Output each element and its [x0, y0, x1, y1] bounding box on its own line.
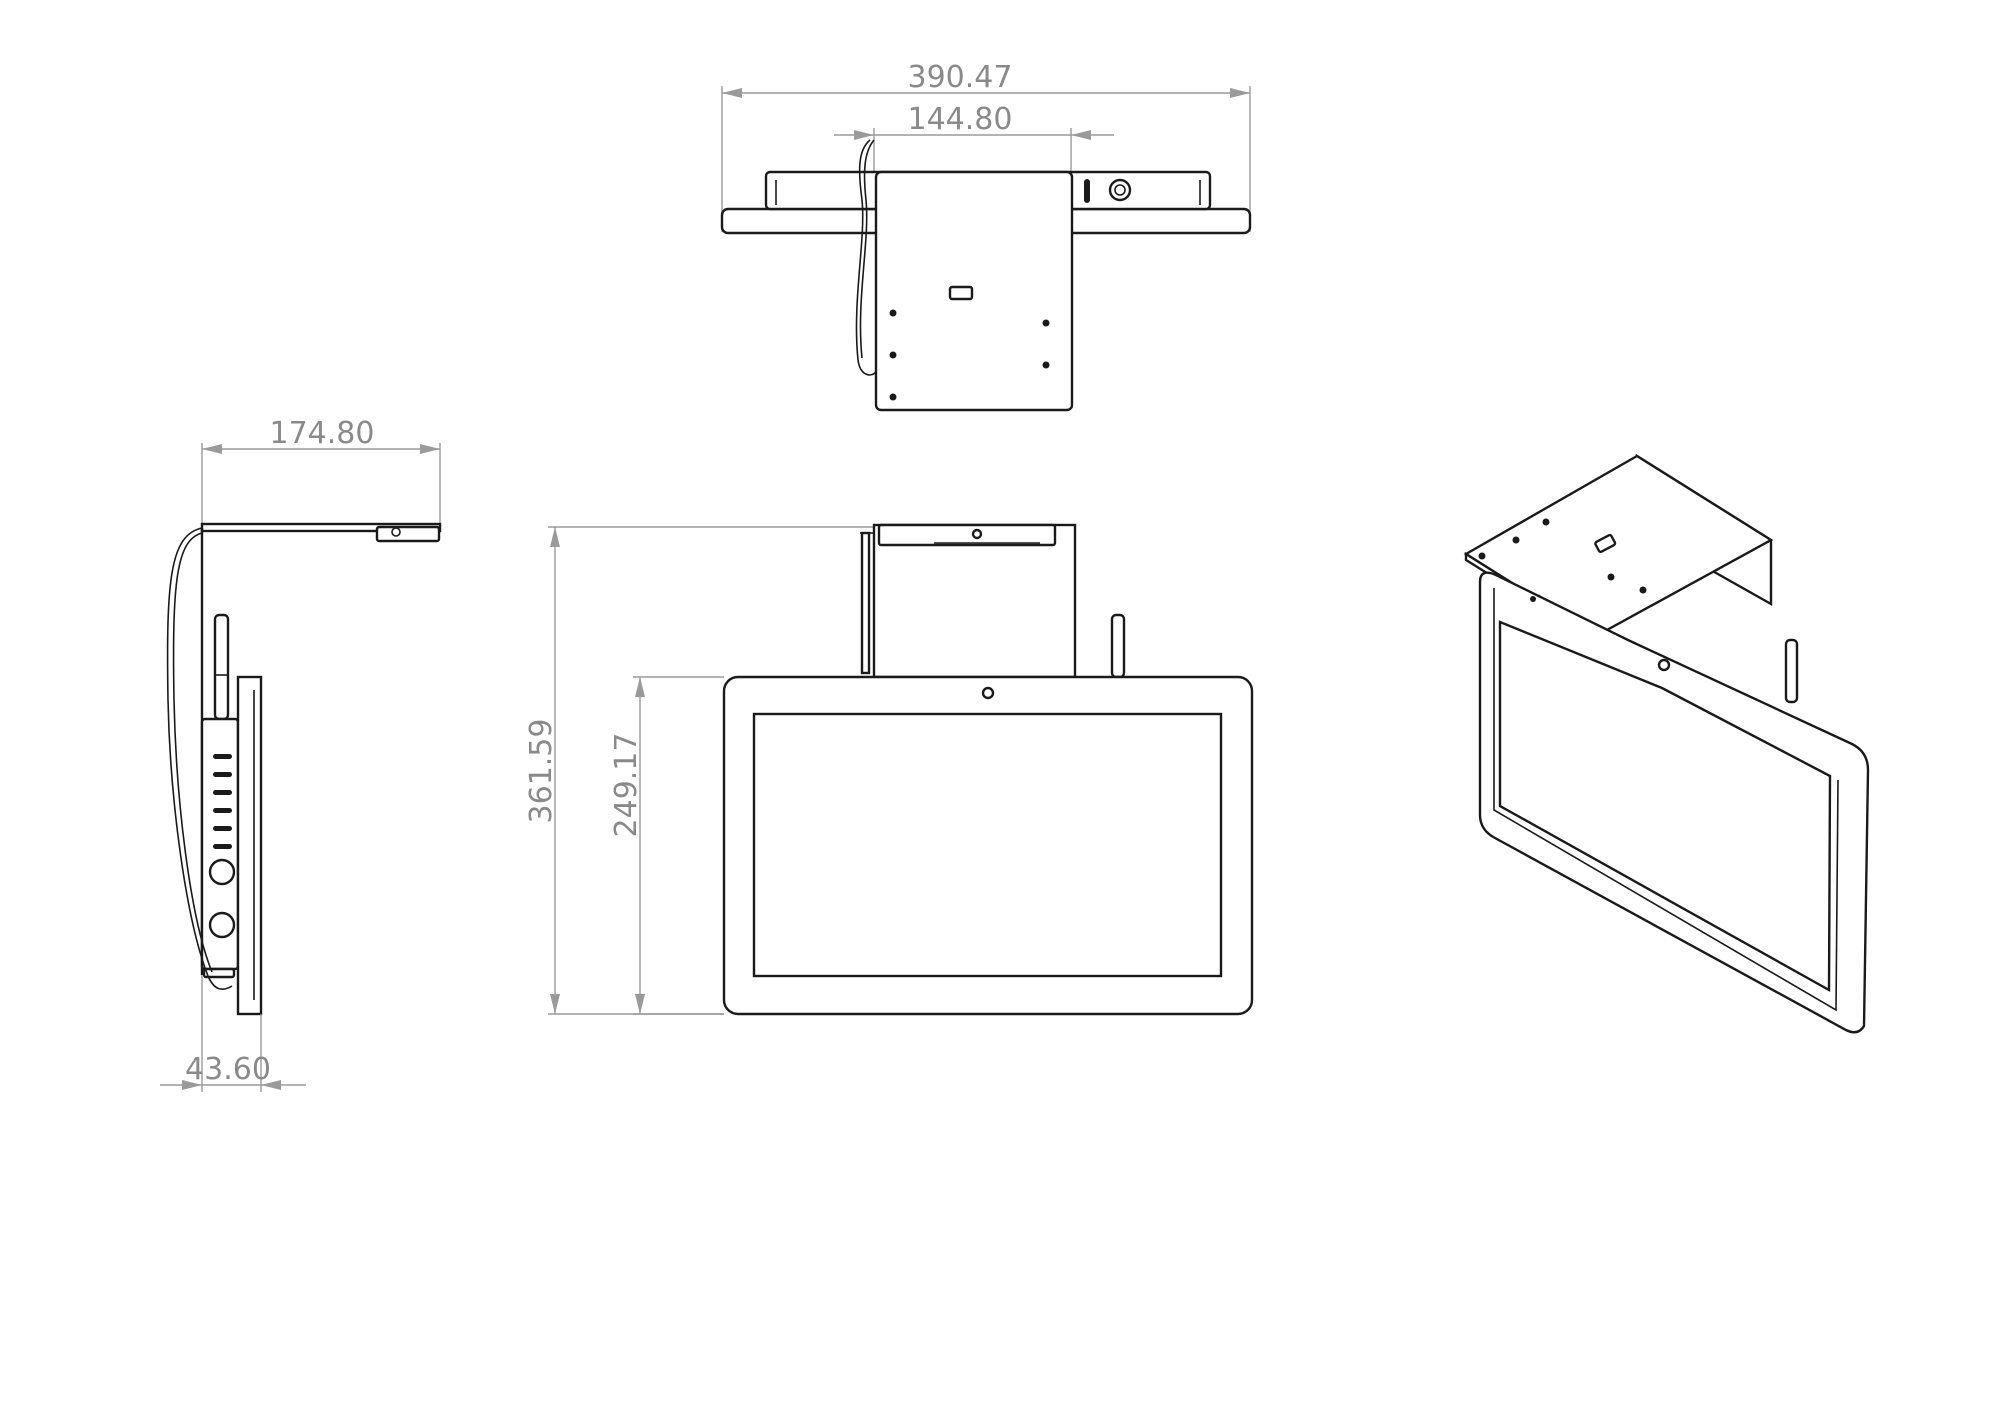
camera-icon	[981, 686, 995, 700]
dim-top-bracket-width: 144.80	[834, 102, 1114, 172]
side-antenna	[213, 613, 230, 721]
iso-camera-icon	[1657, 658, 1671, 672]
top-view: 390.47 144.80	[720, 60, 1252, 412]
iso-monitor-screen	[1498, 620, 1832, 993]
side-port	[213, 808, 232, 813]
front-bracket-clamp	[877, 523, 1057, 547]
front-view: 361.59 249.17	[524, 523, 1254, 1016]
dim-front-panel-height: 249.17	[609, 676, 724, 1015]
dim-front-panel-height-label: 249.17	[609, 733, 644, 838]
front-bracket-arm	[872, 523, 1077, 679]
dim-side-thickness: 43.60	[160, 975, 306, 1092]
side-view: 174.80 43.60	[160, 416, 442, 1092]
side-knob	[208, 858, 236, 886]
side-cable	[166, 527, 233, 990]
bracket-plate	[874, 170, 1074, 412]
dim-front-overall-height: 361.59	[524, 526, 874, 1015]
dim-top-overall-width-label: 390.47	[908, 60, 1013, 95]
dim-side-thickness-label: 43.60	[185, 1052, 271, 1087]
top-knob	[1108, 178, 1132, 202]
cable	[855, 139, 877, 376]
dim-top-bracket-width-label: 144.80	[908, 102, 1013, 137]
side-knob	[208, 911, 236, 939]
side-port	[213, 790, 232, 795]
iso-antenna	[1784, 638, 1799, 704]
iso-mount-slot	[1594, 533, 1617, 554]
side-port	[213, 772, 232, 777]
isometric-view	[1463, 453, 1870, 1034]
dim-side-depth-label: 174.80	[270, 416, 375, 451]
side-bracket-clamp	[375, 525, 441, 543]
front-antenna	[1110, 613, 1126, 679]
mount-hole	[1042, 319, 1050, 327]
monitor-screen	[752, 712, 1223, 978]
side-port	[213, 754, 232, 759]
dim-front-overall-height-label: 361.59	[524, 719, 559, 824]
top-port	[1084, 179, 1090, 203]
mount-hole	[1042, 361, 1050, 369]
side-port	[213, 826, 232, 831]
mount-hole	[889, 351, 897, 359]
mount-hole	[889, 309, 897, 317]
dim-side-depth: 174.80	[201, 416, 441, 526]
front-bracket-screw	[971, 528, 983, 540]
side-bracket-top	[200, 522, 442, 533]
side-panel-frame	[236, 675, 263, 1016]
mount-hole	[889, 393, 897, 401]
side-port	[213, 844, 232, 849]
bracket-slot	[948, 285, 974, 301]
dim-top-overall-width: 390.47	[721, 60, 1251, 232]
